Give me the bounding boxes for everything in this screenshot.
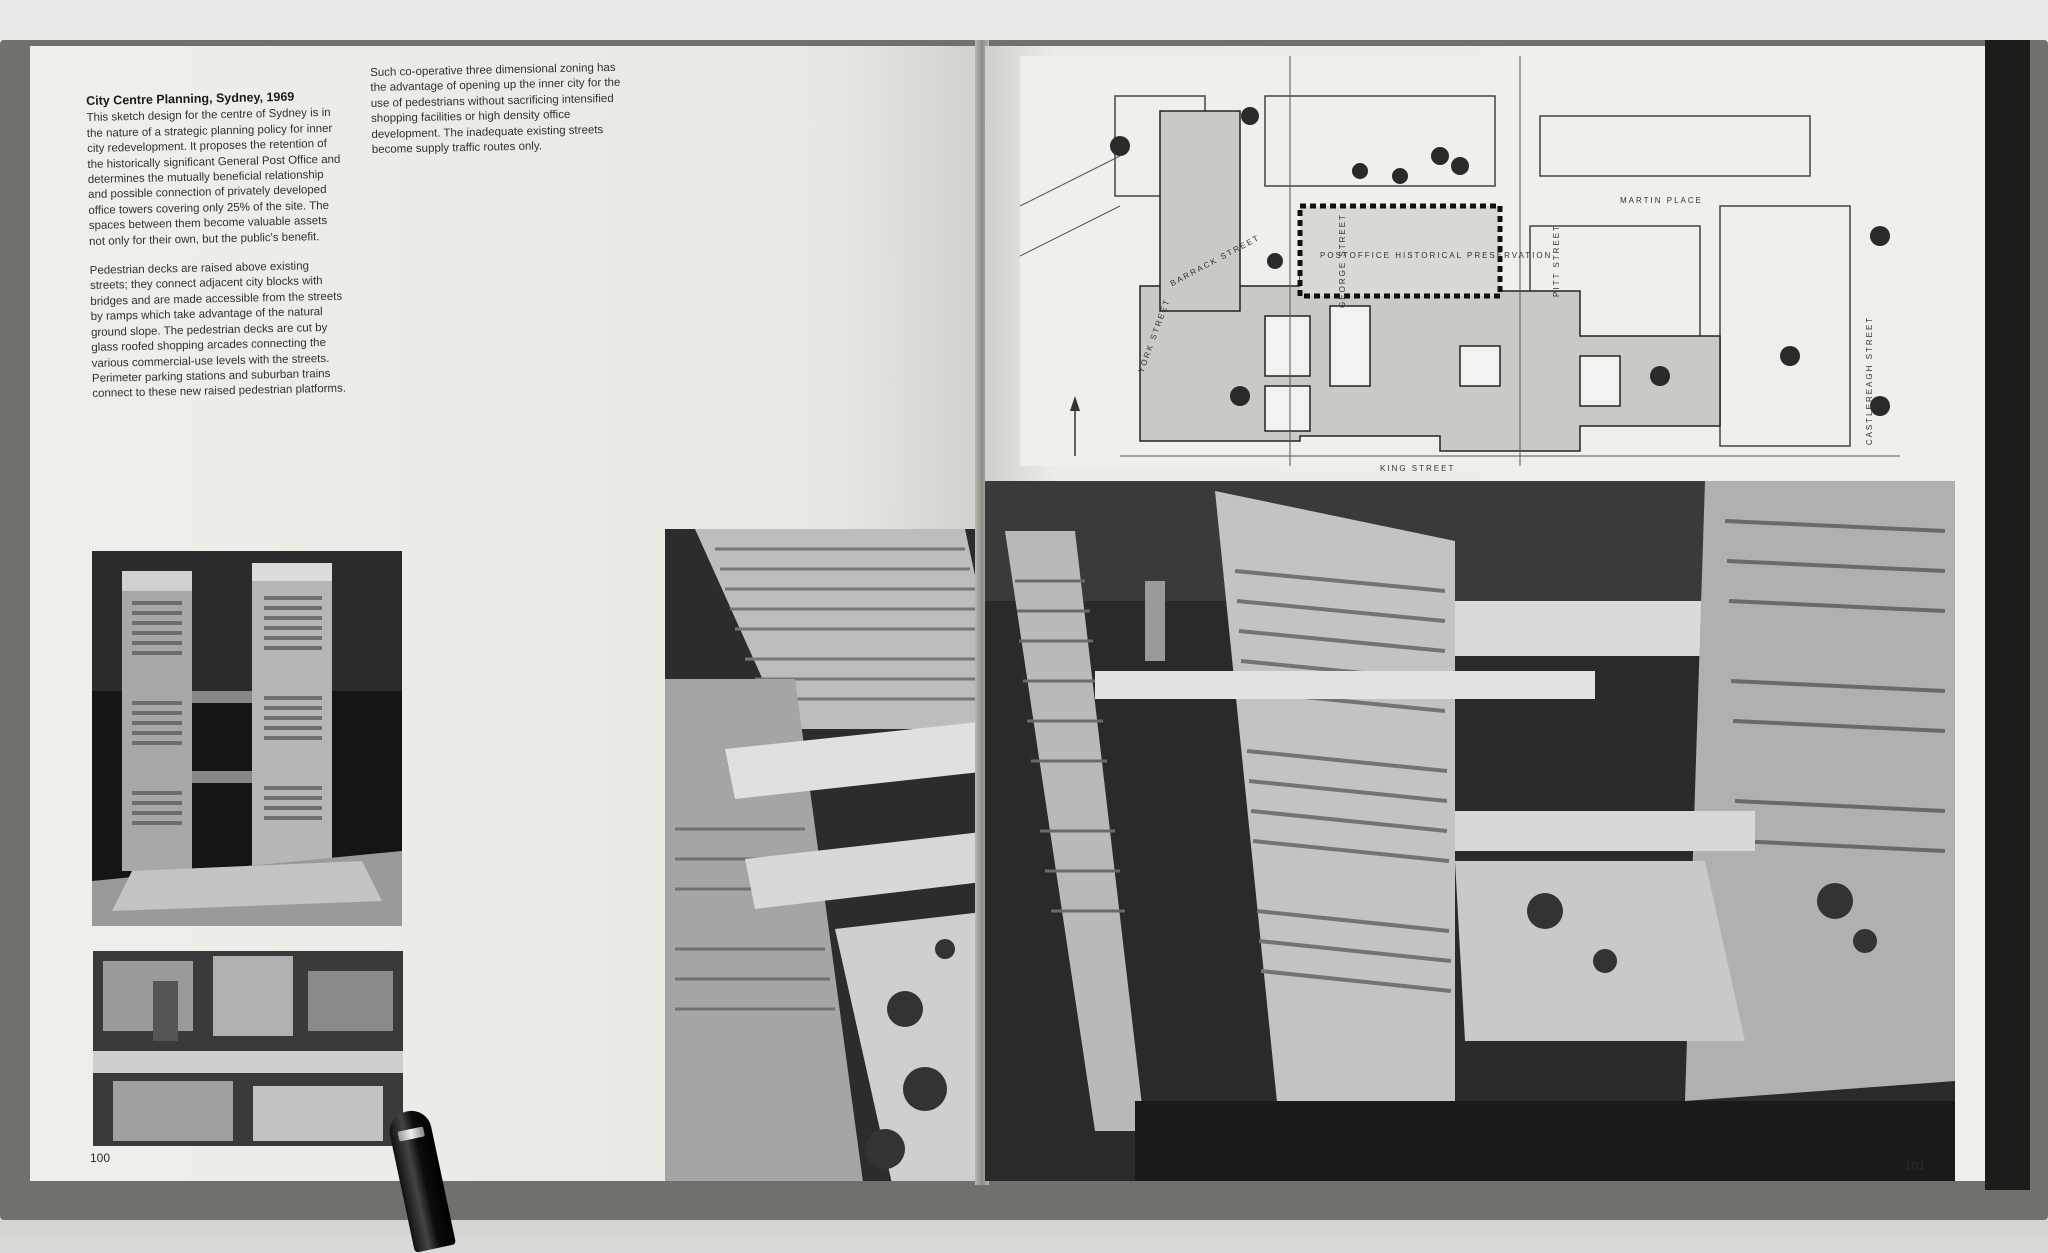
- paragraph-1: This sketch design for the centre of Syd…: [86, 107, 341, 248]
- site-plan-drawing: MARTIN PLACE BARRACK STREET YORK STREET …: [1019, 56, 1900, 473]
- label-king-street: KING STREET: [1380, 464, 1456, 473]
- text-column-2: Such co-operative three dimensional zoni…: [370, 61, 627, 173]
- background-dark-edge: [1985, 40, 2030, 1190]
- label-martin-place: MARTIN PLACE: [1620, 196, 1703, 205]
- right-page: MARTIN PLACE BARRACK STREET YORK STREET …: [985, 46, 2000, 1181]
- paragraph-2: Pedestrian decks are raised above existi…: [89, 260, 347, 401]
- left-page: City Centre Planning, Sydney, 1969 This …: [30, 46, 978, 1181]
- tower-model-photo: [92, 551, 402, 926]
- label-castlereagh-street: CASTLEREAGH STREET: [1865, 315, 1875, 446]
- text-column-1: City Centre Planning, Sydney, 1969 This …: [86, 89, 348, 417]
- page-number-left: 100: [90, 1151, 111, 1165]
- aerial-model-photo: [93, 951, 403, 1146]
- label-pitt-street: PITT STREET: [1551, 224, 1561, 297]
- paragraph-3: Such co-operative three dimensional zoni…: [370, 61, 621, 157]
- large-model-photo-left-half: [665, 529, 978, 1181]
- label-post-office: POSTOFFICE HISTORICAL PRESERVATION: [1320, 251, 1553, 260]
- large-model-photo-right-half: [985, 481, 1955, 1181]
- pen-clip: [397, 1126, 425, 1142]
- label-george-street: GEORGE STREET: [1337, 213, 1347, 308]
- page-number-right: 101: [1905, 1159, 1926, 1173]
